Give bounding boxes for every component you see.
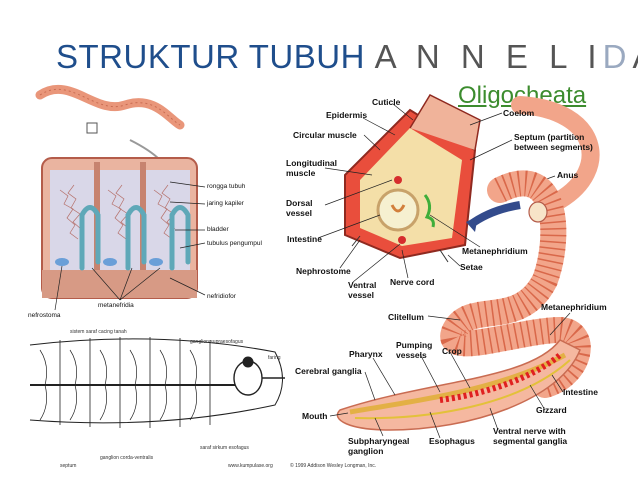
nerve-branches bbox=[39, 349, 197, 421]
nervous-system-diagram bbox=[29, 337, 285, 428]
label-anus: Anus bbox=[557, 170, 579, 180]
worm-leaders bbox=[329, 312, 571, 439]
pointer-arrowhead-icon bbox=[466, 216, 478, 232]
cross-section-diagram bbox=[317, 94, 556, 283]
title-letter-last: A bbox=[632, 38, 638, 75]
title-letters-a: A N N E L I bbox=[374, 38, 603, 75]
slide-title: STRUKTUR TUBUH A N N E L IDA bbox=[56, 38, 638, 76]
label-saraf-sirkum: saraf sirkum esofagus bbox=[200, 445, 249, 451]
nephrostome-icon bbox=[55, 258, 163, 266]
zoom-box-icon bbox=[86, 122, 98, 134]
label-metanefridia: metanefridia bbox=[98, 302, 134, 309]
segment-top-icon bbox=[409, 94, 481, 151]
label-tubulus-pengumpul: tubulus pengumpul bbox=[207, 240, 262, 247]
label-setae: Setae bbox=[460, 262, 483, 272]
label-website: www.kumpulase.org bbox=[228, 463, 273, 469]
label-nefridiofor: nefridiofor bbox=[207, 293, 236, 300]
label-pharynx: Pharynx bbox=[349, 349, 383, 359]
nerve-body-outline bbox=[29, 338, 283, 424]
setae-icon bbox=[351, 235, 449, 263]
label-cerebral-ganglia: Cerebral ganglia bbox=[295, 366, 362, 376]
label-rongga-tubuh: rongga tubuh bbox=[207, 183, 246, 190]
label-bladder: bladder bbox=[207, 226, 229, 233]
segment-leaders bbox=[54, 181, 206, 311]
dorsal-vessel-icon bbox=[394, 176, 402, 184]
ganglion-icon bbox=[242, 356, 254, 368]
label-circular-muscle: Circular muscle bbox=[293, 130, 357, 140]
label-septum: Septum (partition between segments) bbox=[514, 132, 593, 152]
label-coelom: Coelom bbox=[503, 108, 535, 118]
label-subpharyngeal-ganglion: Subpharyngeal ganglion bbox=[348, 436, 410, 456]
label-faring: faring bbox=[268, 355, 281, 361]
pumping-vessels-icon bbox=[439, 352, 562, 403]
label-intestine-worm: Intestine bbox=[563, 387, 598, 397]
label-septum-nervous: septum bbox=[60, 463, 77, 469]
worm-head-section bbox=[336, 339, 581, 431]
pointer-arrow-icon bbox=[467, 201, 521, 229]
title-letter-highlight: D bbox=[602, 38, 633, 75]
worm-tail-loop bbox=[511, 96, 600, 209]
label-crop: Crop bbox=[442, 346, 462, 356]
metanephridium-icon bbox=[423, 194, 435, 228]
typhlosole-icon bbox=[390, 204, 406, 213]
capillary-net-icon bbox=[59, 184, 176, 240]
cross-leaders bbox=[317, 103, 556, 283]
label-epidermis: Epidermis bbox=[326, 110, 368, 120]
label-ventral-nerve: Ventral nerve with segmental ganglia bbox=[493, 426, 568, 446]
title-part-blue: STRUKTUR TUBUH bbox=[56, 38, 365, 75]
ventral-nerve-icon bbox=[354, 359, 571, 420]
label-intestine-cross: Intestine bbox=[287, 234, 322, 244]
label-cuticle: Cuticle bbox=[372, 97, 401, 107]
small-worm-segments-icon bbox=[39, 88, 181, 126]
label-nerve-cord: Nerve cord bbox=[390, 277, 435, 287]
label-pumping-vessels: Pumping vessels bbox=[396, 340, 433, 360]
label-mouth: Mouth bbox=[302, 411, 328, 421]
label-metanephridium-worm: Metanephridium bbox=[541, 302, 607, 312]
worm-segment-rings bbox=[440, 170, 591, 398]
segment-diagram bbox=[35, 84, 206, 311]
label-gizzard: Gizzard bbox=[536, 405, 567, 415]
label-ganglion-corda: ganglion corda-ventralis bbox=[100, 455, 154, 461]
label-nephrostome: Nephrostome bbox=[296, 266, 351, 276]
label-jaring-kapiler: jaring kapiler bbox=[207, 200, 244, 207]
small-worm-icon bbox=[35, 84, 185, 130]
anus-icon bbox=[528, 201, 548, 223]
label-nefrostoma: nefrostoma bbox=[28, 312, 61, 319]
title-part-gray: A N N E L IDA bbox=[375, 38, 638, 75]
label-copyright: © 1999 Addison Wesley Longman, Inc. bbox=[290, 463, 377, 469]
earthworm-diagram bbox=[329, 96, 600, 439]
ventral-vessel-icon bbox=[398, 236, 406, 244]
segment-floor bbox=[42, 270, 197, 298]
tubule-icon bbox=[79, 205, 191, 271]
digestive-tract-icon bbox=[349, 352, 567, 415]
nerve-segments bbox=[59, 337, 211, 428]
label-clitellum: Clitellum bbox=[388, 312, 424, 322]
label-longitudinal-muscle: Longitudinal muscle bbox=[286, 158, 337, 178]
label-nervous-heading: sistem saraf cacing tanah bbox=[70, 329, 127, 335]
label-ventral-vessel: Ventral vessel bbox=[348, 280, 377, 300]
label-esophagus: Esophagus bbox=[429, 436, 475, 446]
label-ganglion-supraesofagus: ganglion supraesofagus bbox=[190, 339, 244, 345]
label-dorsal-vessel: Dorsal vessel bbox=[286, 198, 313, 218]
label-metanephridium-cross: Metanephridium bbox=[462, 246, 528, 256]
